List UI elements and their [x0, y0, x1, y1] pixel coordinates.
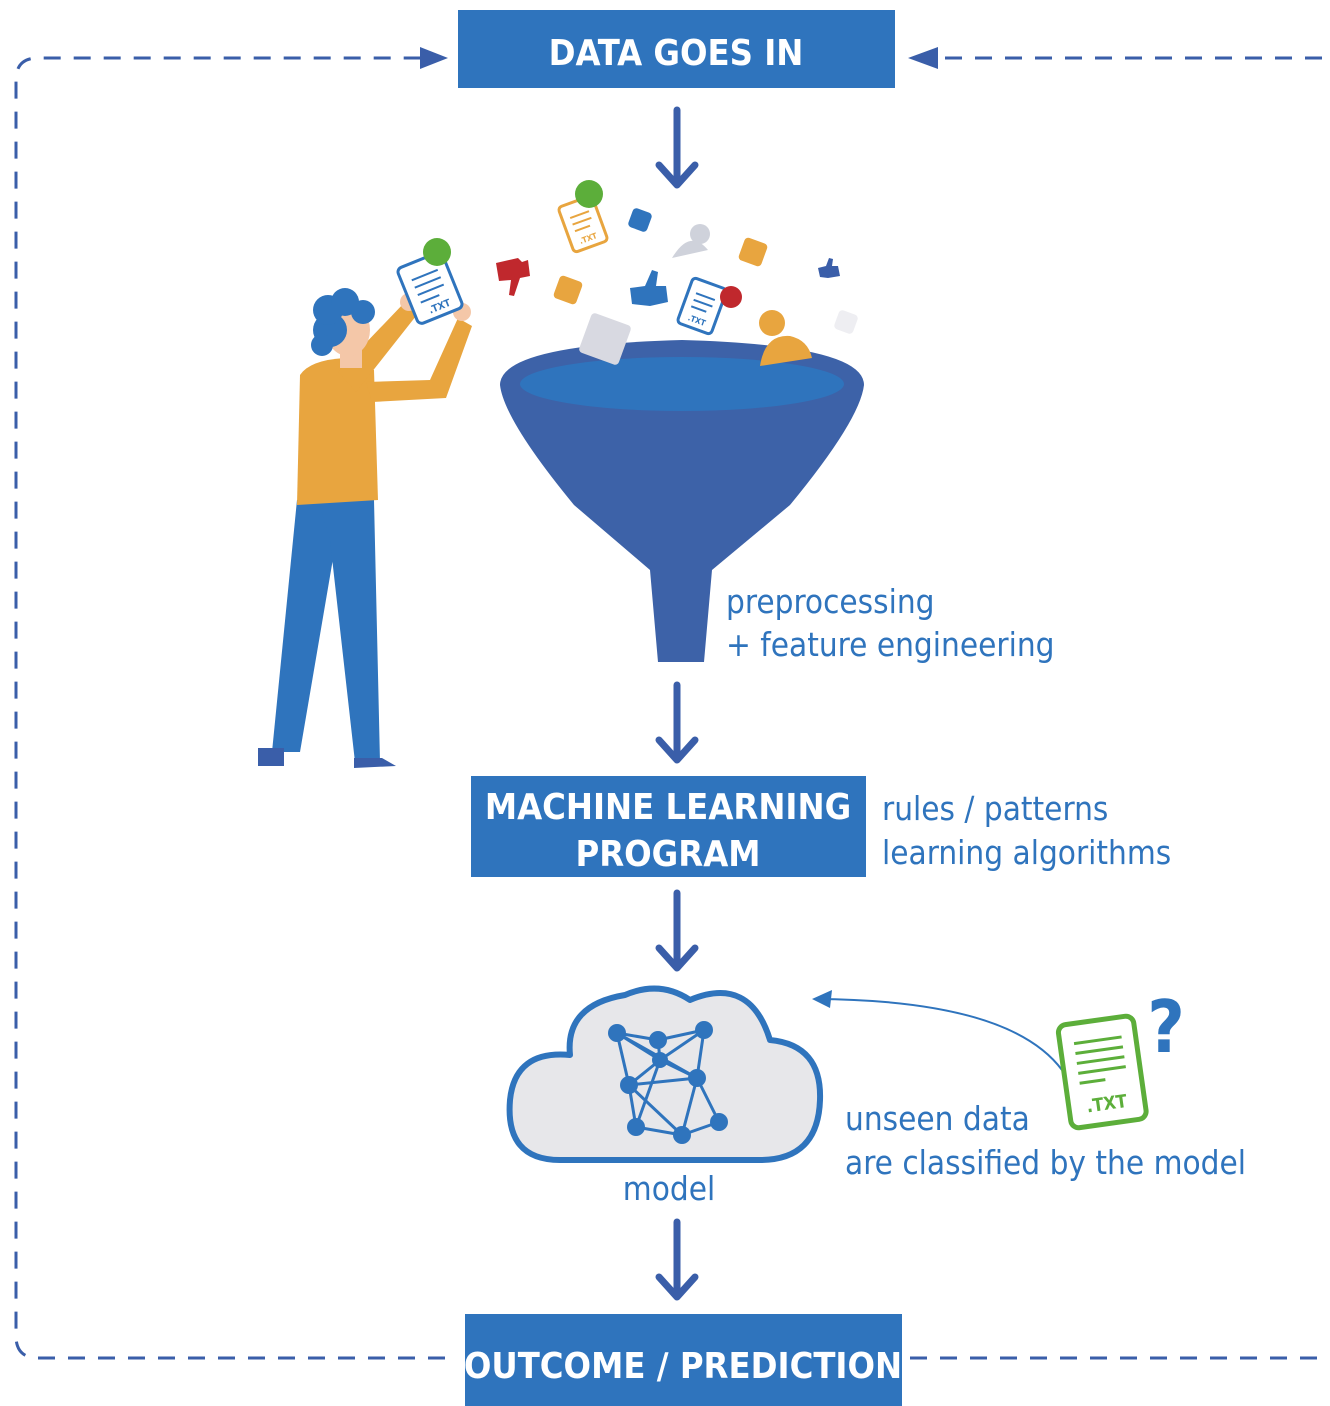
torso — [297, 358, 378, 505]
right-shoe — [354, 758, 396, 768]
flow-arrows — [655, 106, 699, 1301]
person-illustration: .TXT — [258, 238, 472, 768]
ml-program-label-line1: MACHINE LEARNING — [485, 787, 851, 828]
held-doc-green-dot-icon — [423, 238, 451, 266]
small-thumbs-up-icon — [818, 258, 840, 278]
network-nodes — [608, 1021, 728, 1144]
classified-by-model-note: are classified by the model — [845, 1143, 1246, 1182]
left-shoe — [258, 748, 284, 766]
thumbs-down-icon — [496, 258, 530, 296]
cloud-model-icon — [506, 985, 824, 1163]
rules-patterns-note: rules / patterns — [882, 789, 1108, 828]
ml-program-box: MACHINE LEARNING PROGRAM — [471, 776, 866, 877]
question-mark-icon: ? — [1147, 985, 1185, 1069]
loop-arrowhead-left — [420, 47, 448, 69]
green-dot-icon — [575, 180, 603, 208]
orange-square-icon-2 — [553, 275, 583, 305]
learning-algorithms-note: learning algorithms — [882, 833, 1171, 872]
data-items: .TXT .TXT — [496, 180, 858, 366]
red-dot-icon — [720, 286, 742, 308]
loop-arrowhead-right — [908, 47, 938, 69]
model-label: model — [623, 1169, 715, 1208]
hair — [311, 288, 375, 356]
blue-doc-icon: .TXT — [676, 276, 728, 336]
thumbs-up-icon — [630, 270, 668, 306]
data-goes-in-box: DATA GOES IN — [458, 10, 895, 88]
grey-user-icon — [672, 224, 710, 258]
orange-user-icon — [759, 310, 812, 366]
data-goes-in-label: DATA GOES IN — [549, 33, 804, 74]
left-arm — [338, 302, 416, 392]
unseen-data-arrowhead — [812, 990, 832, 1008]
held-doc-icon: .TXT — [396, 251, 464, 325]
blue-square-icon — [628, 208, 652, 232]
orange-doc-icon: .TXT — [557, 194, 609, 254]
arrow-funnel-to-ml — [655, 681, 699, 764]
green-doc-icon: .TXT — [1055, 1013, 1149, 1131]
preprocessing-note: preprocessing — [726, 582, 935, 621]
right-arm — [366, 318, 472, 402]
unseen-data-note: unseen data — [845, 1099, 1030, 1138]
funnel-icon — [500, 340, 864, 662]
arrow-ml-to-model — [655, 889, 699, 972]
unseen-data-arrow — [814, 998, 1063, 1071]
right-leg — [318, 500, 380, 762]
outcome-box: OUTCOME / PREDICTION — [464, 1314, 902, 1406]
arrow-data-to-funnel — [655, 106, 699, 189]
left-leg — [272, 500, 343, 752]
white-square-icon — [834, 310, 858, 334]
feedback-loop-left — [14, 56, 445, 1360]
outcome-label: OUTCOME / PREDICTION — [464, 1346, 902, 1387]
feedback-loop — [14, 56, 1328, 1360]
orange-square-icon-1 — [738, 237, 768, 267]
grey-square-icon — [579, 313, 631, 365]
ml-program-label-line2: PROGRAM — [575, 834, 760, 875]
feature-engineering-note: + feature engineering — [726, 625, 1055, 664]
arrow-model-to-outcome — [655, 1218, 699, 1301]
